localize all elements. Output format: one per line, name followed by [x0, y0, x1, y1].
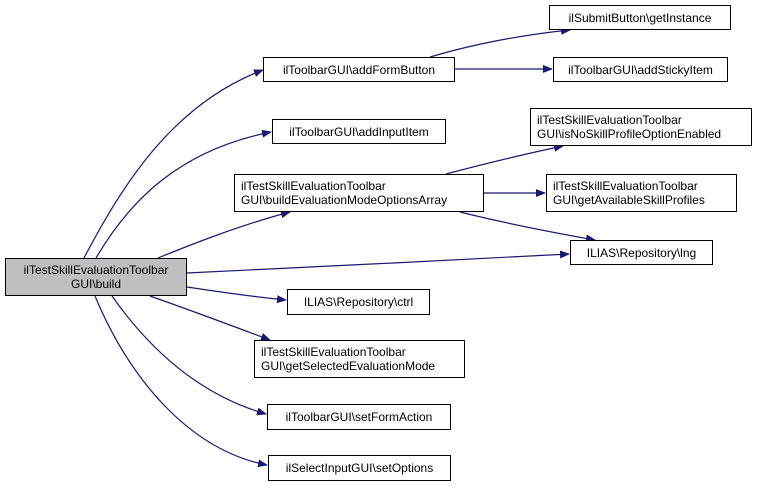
edge-build-to-lng [186, 250, 570, 274]
node-get-available-skill-profiles[interactable]: ilTestSkillEvaluationToolbar GUI\getAvai… [546, 174, 737, 212]
node-get-selected-evaluation-mode[interactable]: ilTestSkillEvaluationToolbar GUI\getSele… [254, 340, 465, 378]
edge-build-to-ctrl [186, 286, 287, 304]
node-set-options[interactable]: ilSelectInputGUI\setOptions [268, 455, 451, 481]
node-label-line: ilTestSkillEvaluationToolbar [23, 263, 169, 277]
node-label-line: ilSelectInputGUI\setOptions [285, 461, 434, 475]
edge-build-to-buildEvaluationModeOptionsArray [157, 210, 291, 259]
node-label-line: GUI\getSelectedEvaluationMode [261, 359, 436, 373]
node-label-line: GUI\isNoSkillProfileOptionEnabled [537, 127, 722, 141]
node-label-line: ilToolbarGUI\addStickyItem [568, 63, 713, 77]
node-label-line: ilTestSkillEvaluationToolbar [553, 179, 698, 193]
node-label-line: GUI\getAvailableSkillProfiles [553, 193, 705, 207]
edge-build-to-setOptions [94, 295, 268, 468]
edge-build-to-addInputItem [95, 129, 272, 259]
node-label-line: ilTestSkillEvaluationToolbar [537, 113, 682, 127]
node-label-line: ilToolbarGUI\addInputItem [289, 125, 429, 139]
node-label-line: ilToolbarGUI\setFormAction [285, 410, 433, 424]
edge-buildEvaluationModeOptionsArray-to-lng [459, 211, 596, 243]
edge-build-to-addFormButton [83, 69, 264, 259]
node-label-line: ILIAS\Repository\lng [586, 246, 697, 260]
node-label-line: ILIAS\Repository\ctrl [303, 295, 414, 309]
node-label-line: ilToolbarGUI\addFormButton [282, 63, 436, 77]
edge-buildEvaluationModeOptionsArray-to-isNoSkillProfileOptionEnabled [445, 143, 564, 175]
node-add-input-item[interactable]: ilToolbarGUI\addInputItem [272, 119, 446, 144]
node-ctrl[interactable]: ILIAS\Repository\ctrl [287, 289, 430, 315]
node-label-line: ilSubmitButton\getInstance [568, 11, 712, 25]
node-label-line: ilTestSkillEvaluationToolbar [241, 179, 386, 193]
node-lng[interactable]: ILIAS\Repository\lng [570, 240, 713, 265]
edge-build-to-setFormAction [111, 295, 267, 416]
node-get-instance[interactable]: ilSubmitButton\getInstance [549, 5, 731, 30]
edge-addFormButton-to-getInstance [429, 26, 571, 58]
node-add-sticky-item[interactable]: ilToolbarGUI\addStickyItem [553, 57, 728, 82]
node-build[interactable]: ilTestSkillEvaluationToolbar GUI\build [5, 258, 187, 296]
edge-build-to-getSelectedEvaluationMode [149, 295, 271, 341]
node-label-line: GUI\build [70, 277, 122, 291]
node-label-line: ilTestSkillEvaluationToolbar [261, 345, 406, 359]
node-build-evaluation-mode-options-array[interactable]: ilTestSkillEvaluationToolbar GUI\buildEv… [234, 174, 484, 212]
node-is-no-skill-profile-option-enabled[interactable]: ilTestSkillEvaluationToolbar GUI\isNoSki… [530, 108, 752, 146]
node-add-form-button[interactable]: ilToolbarGUI\addFormButton [263, 57, 455, 82]
node-label-line: GUI\buildEvaluationModeOptionsArray [241, 193, 448, 207]
node-set-form-action[interactable]: ilToolbarGUI\setFormAction [267, 404, 451, 430]
